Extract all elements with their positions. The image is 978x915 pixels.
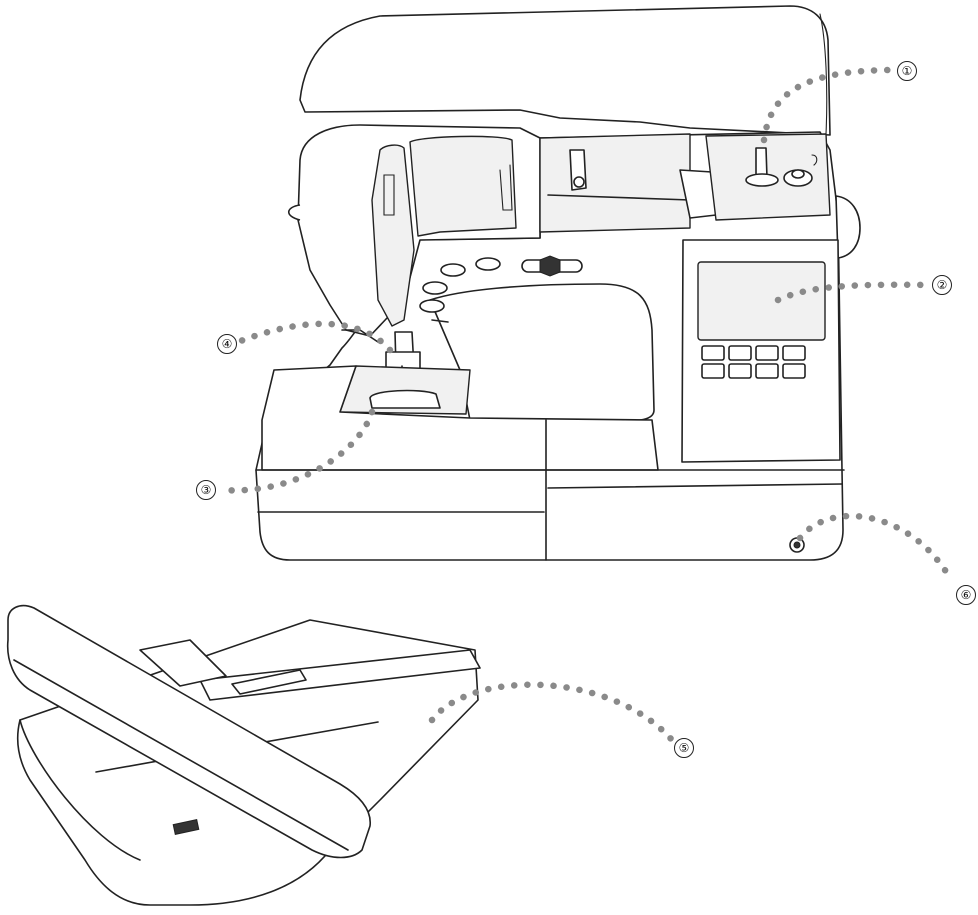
callout-5: ⑤ bbox=[674, 738, 694, 758]
embroidery-arm bbox=[6, 604, 371, 859]
embroidery-arm-edge bbox=[13, 659, 349, 851]
leader-line-6 bbox=[796, 512, 954, 582]
embroidery-base-side bbox=[19, 719, 141, 861]
head-panel bbox=[409, 135, 517, 237]
power-jack-inner bbox=[793, 541, 801, 549]
handwheel bbox=[835, 195, 861, 259]
leader-line-1 bbox=[760, 66, 899, 144]
base-rim-right bbox=[547, 483, 843, 489]
leader-line-4 bbox=[234, 320, 394, 354]
callout-2: ② bbox=[932, 275, 952, 295]
bobbin-winder-bar bbox=[547, 194, 691, 201]
hoop-latch bbox=[231, 669, 307, 695]
callout-1: ① bbox=[897, 61, 917, 81]
hoop-holder bbox=[139, 639, 227, 687]
leader-line-5 bbox=[428, 681, 676, 744]
top-deck bbox=[539, 133, 691, 233]
callout-2-label: ② bbox=[936, 278, 948, 292]
leader-lines bbox=[218, 66, 954, 744]
spool-disk-1 bbox=[745, 173, 779, 187]
callout-1-label: ① bbox=[901, 64, 913, 78]
thread-guide-knob bbox=[573, 176, 585, 188]
spool-pin-2 bbox=[791, 169, 805, 179]
lcd-screen bbox=[697, 261, 826, 341]
bobbin-winder-pin bbox=[811, 154, 818, 166]
head-left-knob bbox=[287, 204, 301, 221]
callout-4: ④ bbox=[217, 334, 237, 354]
thread-take-up bbox=[499, 164, 513, 211]
leader-line-2 bbox=[774, 281, 934, 304]
bobbin-cover bbox=[369, 389, 441, 409]
sewing-machine bbox=[255, 5, 861, 561]
callout-3: ③ bbox=[196, 480, 216, 500]
lcd-buttons bbox=[701, 345, 806, 379]
thread-guide bbox=[383, 174, 395, 216]
embroidery-unit bbox=[6, 604, 481, 906]
leader-line-3 bbox=[218, 408, 376, 494]
top-cover-edge bbox=[819, 13, 828, 135]
connector-port bbox=[172, 819, 200, 835]
top-cover bbox=[299, 5, 831, 136]
control-buttons bbox=[419, 255, 583, 313]
callout-6-label: ⑥ bbox=[960, 588, 972, 602]
face-plate bbox=[371, 144, 415, 327]
callout-5-label: ⑤ bbox=[678, 741, 690, 755]
callout-3-label: ③ bbox=[200, 483, 212, 497]
callout-6: ⑥ bbox=[956, 585, 976, 605]
callout-4-label: ④ bbox=[221, 337, 233, 351]
